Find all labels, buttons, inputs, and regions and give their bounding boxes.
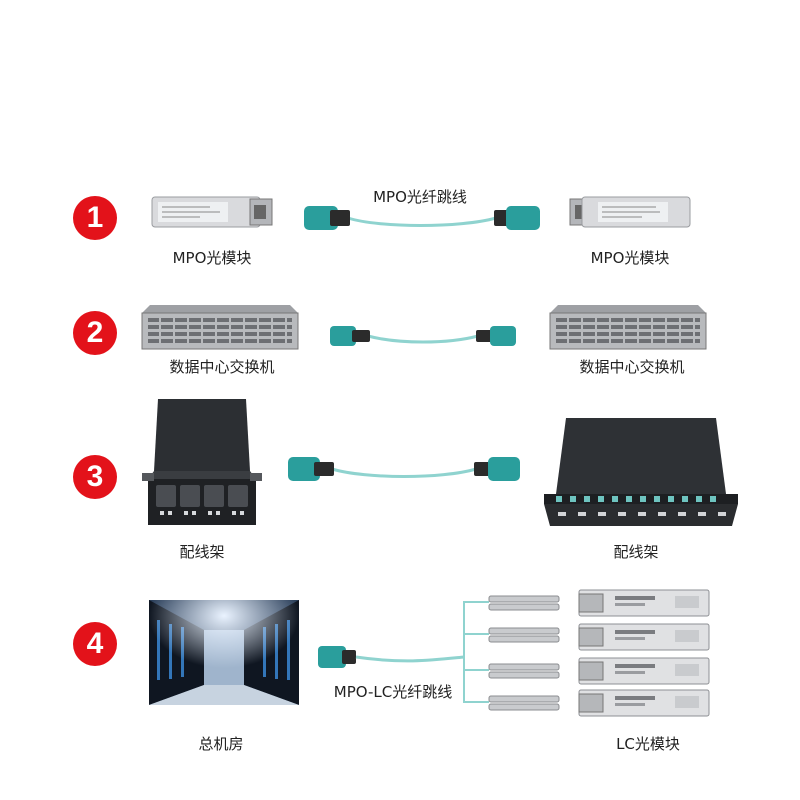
- step-badge-2: 2: [73, 311, 117, 355]
- right-label-1: MPO光模块: [590, 249, 670, 267]
- mpo-module-left-icon: [151, 196, 273, 228]
- switch-left-icon: [141, 305, 299, 350]
- cable-label-4: MPO-LC光纤跳线: [333, 683, 453, 701]
- mpo-patch-cord-3: [288, 457, 520, 481]
- right-label-3: 配线架: [613, 543, 659, 561]
- mpo-patch-cord-2: [330, 326, 516, 346]
- server-room-image: [149, 600, 299, 705]
- left-label-3: 配线架: [179, 543, 225, 561]
- mpo-lc-fanout-cable: [318, 595, 560, 711]
- switch-right-icon: [549, 305, 707, 350]
- cable-label-1: MPO光纤跳线: [373, 188, 467, 206]
- step-badge-3: 3: [73, 455, 117, 499]
- step-badge-4: 4: [73, 622, 117, 666]
- left-label-2: 数据中心交换机: [169, 358, 275, 376]
- right-label-2: 数据中心交换机: [579, 358, 685, 376]
- lc-modules-icon: [578, 589, 710, 717]
- patch-panel-left-icon: [142, 399, 262, 525]
- mpo-patch-cord-1: [304, 206, 540, 230]
- left-label-4: 总机房: [198, 735, 244, 753]
- right-label-4: LC光模块: [616, 735, 680, 753]
- patch-panel-right-icon: [544, 418, 738, 526]
- step-badge-1: 1: [73, 196, 117, 240]
- left-label-1: MPO光模块: [172, 249, 252, 267]
- mpo-module-right-icon: [569, 196, 691, 228]
